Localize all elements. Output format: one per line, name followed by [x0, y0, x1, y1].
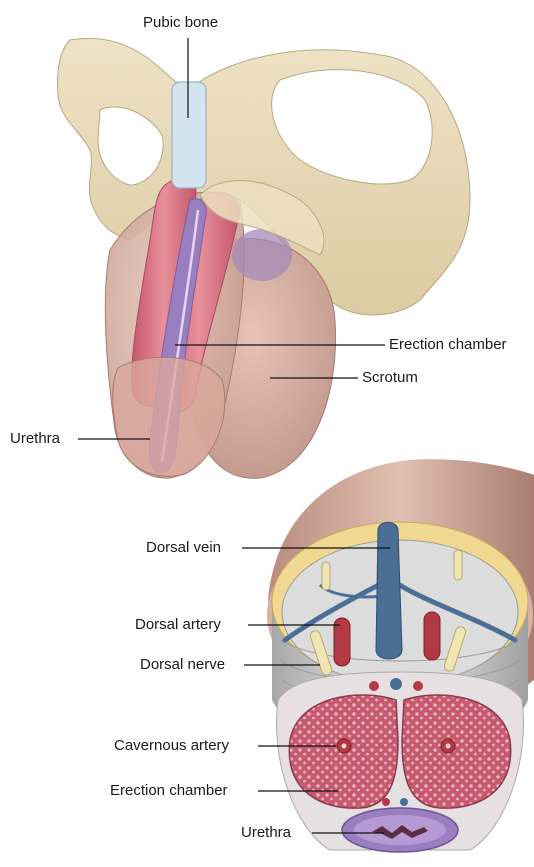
pelvis-figure: [58, 38, 471, 478]
cross-section-figure: [267, 459, 534, 852]
dorsal-artery-right: [424, 612, 440, 660]
superficial-nerve-right: [454, 550, 462, 580]
label-erection-chamber-bottom: Erection chamber: [110, 782, 228, 800]
label-urethra-bottom: Urethra: [241, 824, 291, 842]
small-vein-1: [390, 678, 402, 690]
small-vessel-4: [400, 798, 408, 806]
cavernous-artery-left-lumen: [342, 744, 347, 749]
cavernous-artery-right-lumen: [446, 744, 451, 749]
small-artery-1: [369, 681, 379, 691]
small-artery-2: [413, 681, 423, 691]
label-pubic-bone: Pubic bone: [143, 14, 218, 32]
superficial-nerve-left: [322, 562, 330, 590]
label-dorsal-nerve: Dorsal nerve: [140, 656, 225, 674]
label-urethra-top: Urethra: [10, 430, 60, 448]
label-dorsal-artery: Dorsal artery: [135, 616, 221, 634]
label-cavernous-artery: Cavernous artery: [114, 737, 229, 755]
glans: [113, 357, 225, 476]
label-erection-chamber-top: Erection chamber: [389, 336, 507, 354]
pubic-symphysis: [172, 82, 206, 188]
erection-chamber-section-right: [402, 695, 511, 808]
label-dorsal-vein: Dorsal vein: [146, 539, 221, 557]
dorsal-vein-shape: [376, 523, 402, 660]
label-scrotum: Scrotum: [362, 369, 418, 387]
